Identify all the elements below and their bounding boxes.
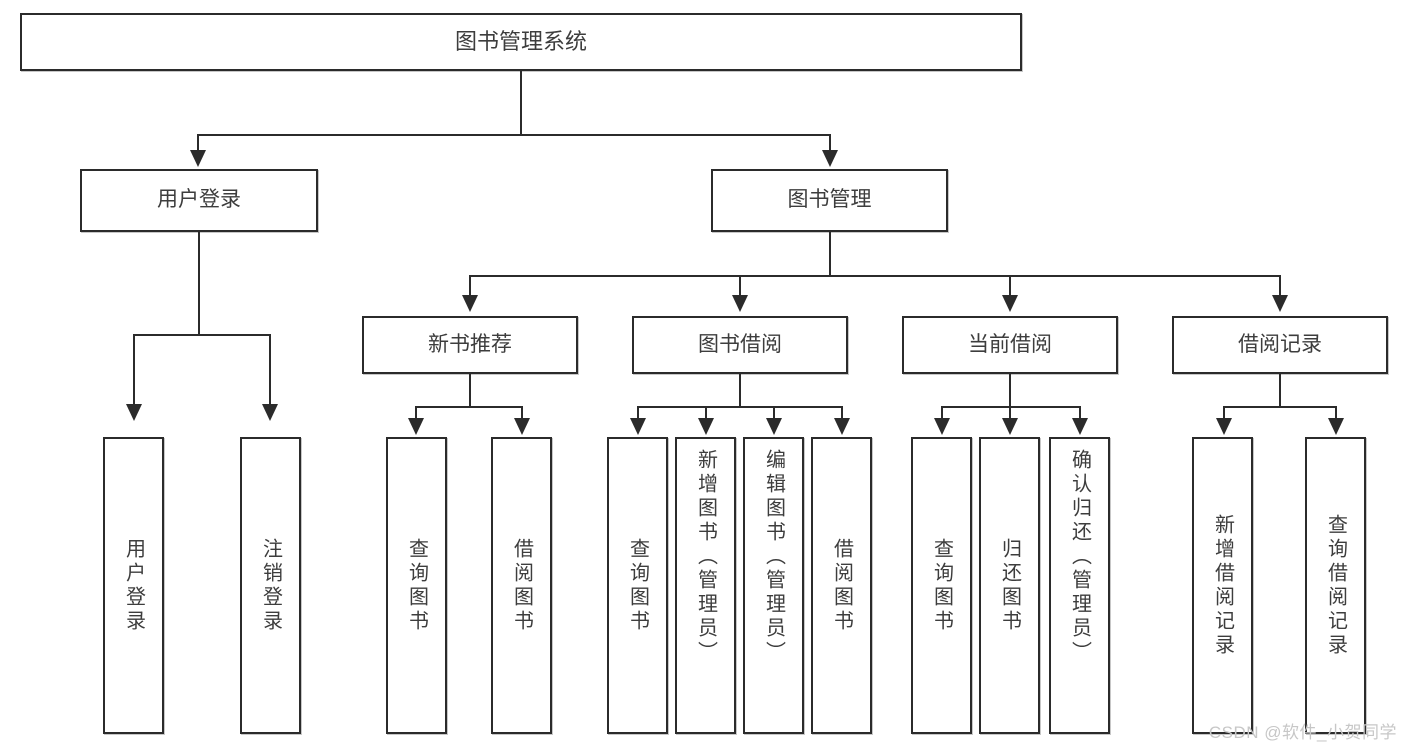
- arrow-root-to-book-mgmt: [822, 150, 838, 167]
- connector-nbr-stem: [469, 374, 471, 408]
- watermark-csdn: CSDN @软件_小贺同学: [1208, 723, 1397, 742]
- node-root-library-system[interactable]: 图书管理系统: [20, 13, 1022, 71]
- node-label: 归还图书: [998, 537, 1021, 634]
- arrow-to-leaf-cb-return-book: [1002, 418, 1018, 435]
- arrow-to-leaf-bb-query-book: [630, 418, 646, 435]
- node-label: 图书借阅: [698, 332, 782, 356]
- node-label: 用户登录: [157, 188, 241, 212]
- arrow-to-leaf-nbr-borrow-book: [514, 418, 530, 435]
- connector-root-bus: [197, 134, 830, 136]
- leaf-cb-query-book[interactable]: 查询图书: [911, 437, 972, 734]
- arrow-to-leaf-bb-edit-book: [766, 418, 782, 435]
- node-label: 借阅记录: [1238, 332, 1322, 356]
- connector-root-to-user-login: [197, 134, 199, 154]
- leaf-bb-borrow-book[interactable]: 借阅图书: [811, 437, 872, 734]
- connector-br-bus: [1223, 406, 1337, 408]
- node-label: 用户登录: [122, 537, 145, 634]
- leaf-br-add-record[interactable]: 新增借阅记录: [1192, 437, 1253, 734]
- leaf-bb-edit-book[interactable]: 编辑图书（管理员）: [743, 437, 804, 734]
- leaf-br-query-record[interactable]: 查询借阅记录: [1305, 437, 1366, 734]
- arrow-to-new-book-recommend: [462, 295, 478, 312]
- connector-book-mgmt-bus: [469, 275, 1280, 277]
- arrow-to-book-borrow: [732, 295, 748, 312]
- arrow-to-leaf-bb-borrow-book: [834, 418, 850, 435]
- connector-bb-bus: [637, 406, 843, 408]
- connector-bm-to-current-borrow: [1009, 275, 1011, 297]
- connector-root-stem: [520, 71, 522, 135]
- node-label: 查询图书: [405, 537, 428, 634]
- leaf-logout[interactable]: 注销登录: [240, 437, 301, 734]
- leaf-bb-query-book[interactable]: 查询图书: [607, 437, 668, 734]
- leaf-nbr-borrow-book[interactable]: 借阅图书: [491, 437, 552, 734]
- node-label: 图书管理: [787, 188, 872, 212]
- arrow-to-leaf-br-add-record: [1216, 418, 1232, 435]
- connector-user-login-stem: [198, 232, 200, 336]
- leaf-nbr-query-book[interactable]: 查询图书: [386, 437, 447, 734]
- node-label: 借阅图书: [510, 537, 533, 634]
- connector-bb-c3: [773, 406, 775, 420]
- leaf-cb-return-book[interactable]: 归还图书: [979, 437, 1040, 734]
- node-current-borrow[interactable]: 当前借阅: [902, 316, 1118, 374]
- connector-user-login-right: [269, 334, 271, 406]
- connector-br-stem: [1279, 374, 1281, 408]
- node-label: 查询图书: [626, 537, 649, 634]
- node-label: 新增借阅记录: [1211, 513, 1234, 658]
- arrow-to-leaf-user-login: [126, 404, 142, 421]
- arrow-root-to-user-login: [190, 150, 206, 167]
- connector-bm-to-new-book: [469, 275, 471, 297]
- node-label: 借阅图书: [830, 537, 853, 634]
- connector-bm-to-book-borrow: [739, 275, 741, 297]
- connector-nbr-left: [415, 406, 417, 420]
- connector-cb-bus: [941, 406, 1081, 408]
- connector-cb-stem: [1009, 374, 1011, 408]
- connector-bb-c2: [705, 406, 707, 420]
- arrow-to-leaf-bb-add-book: [698, 418, 714, 435]
- connector-bb-c1: [637, 406, 639, 420]
- connector-root-to-book-mgmt: [829, 134, 831, 154]
- connector-bb-c4: [841, 406, 843, 420]
- arrow-to-leaf-nbr-query-book: [408, 418, 424, 435]
- node-borrow-record[interactable]: 借阅记录: [1172, 316, 1388, 374]
- node-label: 新书推荐: [428, 332, 512, 356]
- arrow-to-leaf-cb-query-book: [934, 418, 950, 435]
- connector-br-left: [1223, 406, 1225, 420]
- connector-br-right: [1335, 406, 1337, 420]
- node-label: 图书管理系统: [454, 29, 587, 55]
- connector-cb-c3: [1079, 406, 1081, 420]
- connector-nbr-right: [521, 406, 523, 420]
- node-book-management[interactable]: 图书管理: [711, 169, 948, 232]
- connector-book-mgmt-stem: [829, 232, 831, 277]
- node-book-borrow[interactable]: 图书借阅: [632, 316, 848, 374]
- arrow-to-current-borrow: [1002, 295, 1018, 312]
- node-label: 编辑图书（管理员）: [762, 449, 785, 665]
- arrow-to-borrow-record: [1272, 295, 1288, 312]
- node-label: 注销登录: [259, 537, 282, 634]
- arrow-to-leaf-logout: [262, 404, 278, 421]
- connector-bm-to-borrow-record: [1279, 275, 1281, 297]
- node-label: 查询图书: [930, 537, 953, 634]
- leaf-bb-add-book[interactable]: 新增图书（管理员）: [675, 437, 736, 734]
- node-label: 查询借阅记录: [1324, 513, 1347, 658]
- arrow-to-leaf-br-query-record: [1328, 418, 1344, 435]
- leaf-user-login[interactable]: 用户登录: [103, 437, 164, 734]
- connector-cb-c1: [941, 406, 943, 420]
- connector-user-login-left: [133, 334, 135, 406]
- leaf-cb-confirm-return[interactable]: 确认归还（管理员）: [1049, 437, 1110, 734]
- connector-bb-stem: [739, 374, 741, 408]
- arrow-to-leaf-cb-confirm-return: [1072, 418, 1088, 435]
- connector-user-login-bus: [133, 334, 271, 336]
- node-new-book-recommend[interactable]: 新书推荐: [362, 316, 578, 374]
- node-user-login[interactable]: 用户登录: [80, 169, 318, 232]
- connector-cb-c2: [1009, 406, 1011, 420]
- connector-nbr-bus: [415, 406, 523, 408]
- node-label: 新增图书（管理员）: [694, 449, 717, 665]
- node-label: 当前借阅: [968, 332, 1052, 356]
- node-label: 确认归还（管理员）: [1068, 449, 1091, 665]
